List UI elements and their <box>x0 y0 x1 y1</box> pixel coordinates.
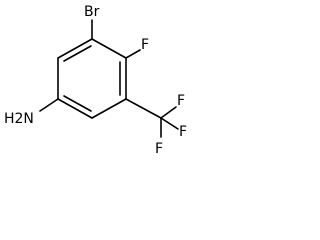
bond-cf3-f-top <box>160 106 177 119</box>
ring-bond-c4-c5 <box>57 98 93 119</box>
ring-double-bond-c4-c5 <box>63 95 92 112</box>
ring-bond-c3-c4 <box>91 98 127 119</box>
atom-label-br: Br <box>84 4 100 20</box>
atom-label-f-ring: F <box>141 37 149 53</box>
bond-c2-f <box>125 49 141 59</box>
atom-label-cf3-f-right: F <box>179 124 187 140</box>
atom-label-nh2: H2N <box>4 111 34 127</box>
ring-bond-c1-c2 <box>91 38 127 59</box>
bond-c3-cf3 <box>125 98 162 119</box>
bond-cf3-f-right <box>160 117 179 130</box>
bond-c5-n <box>39 98 59 112</box>
benzene-ring <box>57 38 127 119</box>
atom-label-cf3-f-top: F <box>177 93 185 109</box>
chemical-structure: Br F H2N F F F <box>0 0 204 178</box>
ring-double-bond-c1-c6 <box>63 45 92 62</box>
atom-label-cf3-f-bottom: F <box>155 141 163 157</box>
ring-bond-c6-c1 <box>57 38 93 59</box>
